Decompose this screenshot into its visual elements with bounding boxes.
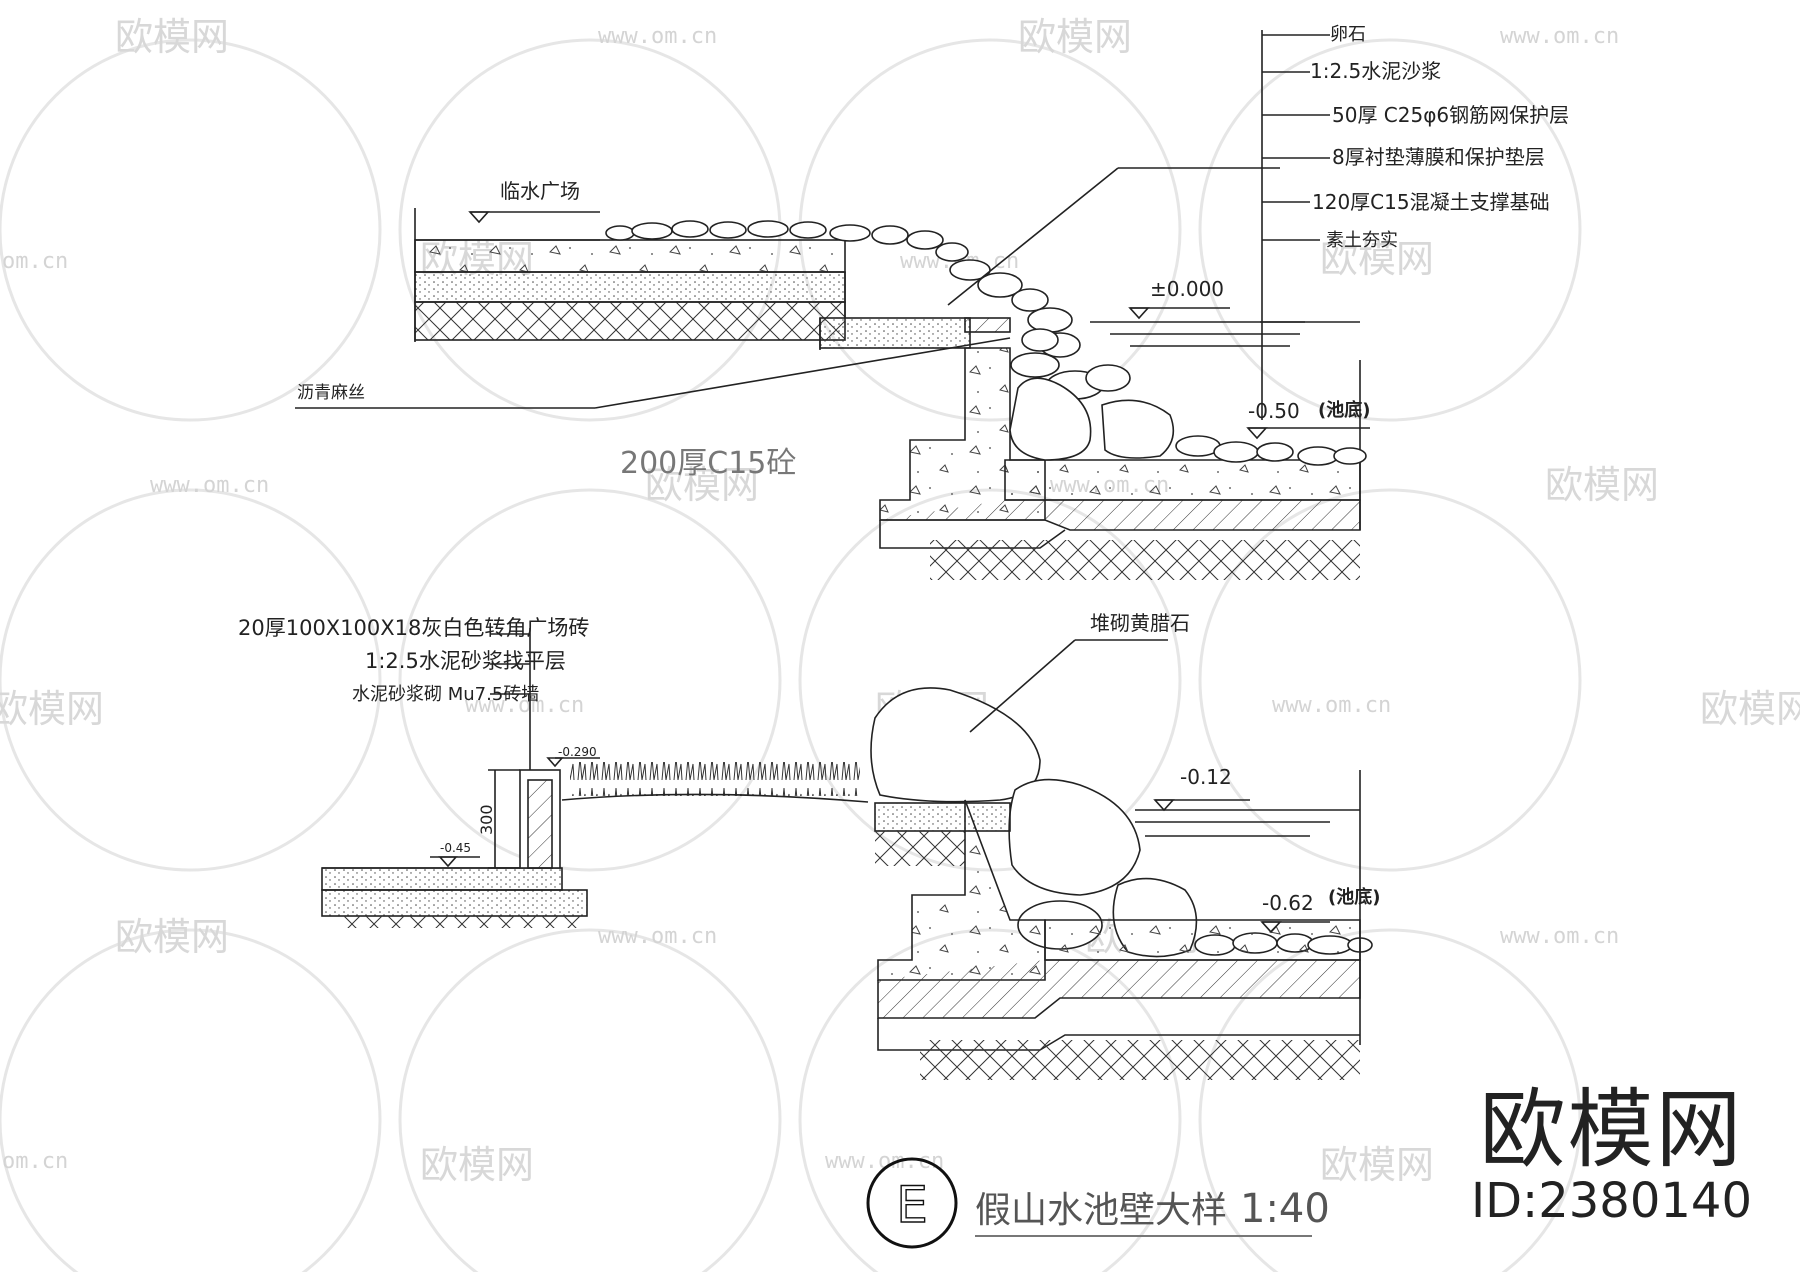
section-bottom-labels: 堆砌黄腊石 20厚100X100X18灰白色转角广场砖 1:2.5水泥砂浆找平层… [238, 611, 1380, 915]
layer-label: 8厚衬垫薄膜和保护垫层 [1332, 145, 1545, 169]
model-id: ID:2380140 [1470, 1173, 1752, 1229]
watermark-url: www.om.cn [465, 693, 584, 718]
wall-note: 20厚100X100X18灰白色转角广场砖 [238, 616, 589, 640]
plaza-label: 临水广场 [500, 179, 580, 203]
curb-height: 300 [477, 804, 496, 835]
level-curb-top: -0.290 [558, 745, 597, 759]
level-water-top: ±0.000 [1150, 277, 1224, 301]
joint-label: 沥青麻丝 [297, 383, 365, 403]
detail-symbol-circle [866, 1157, 958, 1249]
rock-label: 堆砌黄腊石 [1090, 611, 1190, 635]
detail-symbol: E [896, 1176, 928, 1234]
watermark-brand: 欧模网 [115, 15, 229, 59]
detail-title: 假山水池壁大样 [975, 1190, 1227, 1231]
watermark-url: www.om.cn [598, 24, 717, 49]
layer-label: 卵石 [1330, 24, 1366, 45]
curb-brick-wall [527, 779, 553, 869]
plaza-mortar-layer [414, 271, 846, 303]
section-top-labels: 临水广场 沥青麻丝 200厚C15砼 ±0.000 -0.50 (池底) 卵石 … [297, 24, 1569, 481]
asphalt-joint [964, 317, 1011, 333]
plaza-paving-layer [414, 239, 846, 273]
watermark-brand: 欧模网 [1320, 237, 1434, 281]
watermark-url: www.om.cn [1500, 24, 1619, 49]
bottom-tag-bottom: (池底) [1328, 886, 1380, 908]
watermark-brand: 欧模网 [1700, 687, 1800, 731]
title-block: E 假山水池壁大样 1:40 [866, 1157, 1330, 1249]
layer-label: 1:2.5水泥沙浆 [1310, 59, 1441, 83]
watermark-url: om.cn [2, 249, 68, 274]
wall-note: 1:2.5水泥砂浆找平层 [365, 649, 566, 673]
slab-label: 200厚C15砼 [620, 446, 796, 481]
watermark-brand: 欧模网 [1018, 15, 1132, 59]
wall-note: 水泥砂浆砌 Mu7.5砖墙 [352, 684, 539, 705]
slab-200-c15 [819, 317, 971, 349]
level-water-bottom: -0.12 [1180, 765, 1232, 789]
bottom-tag-top: (池底) [1318, 399, 1370, 421]
watermark-url: om.cn [2, 1149, 68, 1174]
section-bottom [321, 628, 1373, 1080]
watermark-url: www.om.cn [598, 924, 717, 949]
brand-block: 欧模网 ID:2380140 [1471, 1085, 1752, 1227]
brand-name: 欧模网 [1479, 1080, 1744, 1180]
watermark-url: www.om.cn [1500, 924, 1619, 949]
plaza-soil [414, 301, 846, 341]
level-bottom-top: -0.50 [1248, 399, 1300, 423]
level-plaza: -0.45 [440, 841, 471, 855]
watermark-brand: 欧模网 [645, 463, 759, 507]
watermark-url: www.om.cn [1272, 693, 1391, 718]
layer-label: 120厚C15混凝土支撑基础 [1312, 190, 1550, 214]
watermark-url: www.om.cn [150, 473, 269, 498]
watermark-brand: 欧模网 [1320, 1143, 1434, 1187]
level-bottom-bottom: -0.62 [1262, 891, 1314, 915]
watermark-brand: 欧模网 [1545, 463, 1659, 507]
watermark-brand: 欧模网 [420, 1143, 534, 1187]
detail-scale: 1:40 [1240, 1186, 1330, 1232]
layer-label: 50厚 C25φ6钢筋网保护层 [1332, 103, 1569, 127]
watermark-brand: 欧模网 [115, 915, 229, 959]
section-top [295, 30, 1370, 580]
layer-label: 素土夯实 [1326, 230, 1398, 251]
watermark-brand: 欧模网 [0, 687, 104, 731]
